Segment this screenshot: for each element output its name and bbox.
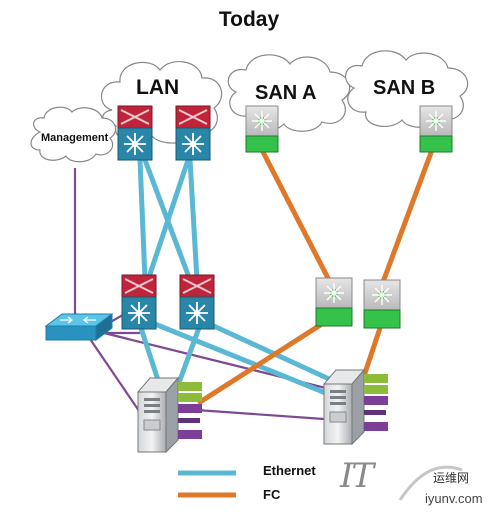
legend-fc-label: FC bbox=[263, 487, 281, 502]
legend-ethernet-label: Ethernet bbox=[263, 463, 316, 478]
san-b-core-switch bbox=[419, 105, 453, 153]
watermark-swoosh bbox=[398, 465, 463, 501]
cloud-san-a-label: SAN A bbox=[255, 82, 317, 104]
fc-links bbox=[197, 147, 435, 405]
access-switch-2 bbox=[179, 274, 215, 330]
access-switch-1 bbox=[121, 274, 157, 330]
san-a-edge-switch bbox=[315, 277, 353, 327]
ethernet-links bbox=[137, 157, 343, 401]
cloud-san-b-label: SAN B bbox=[373, 77, 436, 99]
watermark-logo: IT bbox=[340, 456, 374, 496]
san-a-core-switch bbox=[245, 105, 279, 153]
watermark-url: iyunv.com bbox=[425, 491, 483, 506]
management-switch bbox=[44, 313, 114, 341]
server-1-adapters bbox=[178, 382, 202, 439]
san-b-edge-switch bbox=[363, 279, 401, 329]
cloud-management bbox=[30, 106, 117, 163]
server-2-adapters bbox=[364, 374, 388, 431]
diagram-title: Today bbox=[218, 8, 280, 31]
server-1 bbox=[136, 376, 180, 454]
lan-core-switch-2 bbox=[175, 105, 211, 161]
cloud-management-label: Management bbox=[41, 132, 109, 144]
server-2 bbox=[322, 368, 366, 446]
cloud-lan-label: LAN bbox=[136, 76, 180, 99]
watermark-chinese-text: 运维网 bbox=[433, 471, 470, 485]
lan-core-switch-1 bbox=[117, 105, 153, 161]
